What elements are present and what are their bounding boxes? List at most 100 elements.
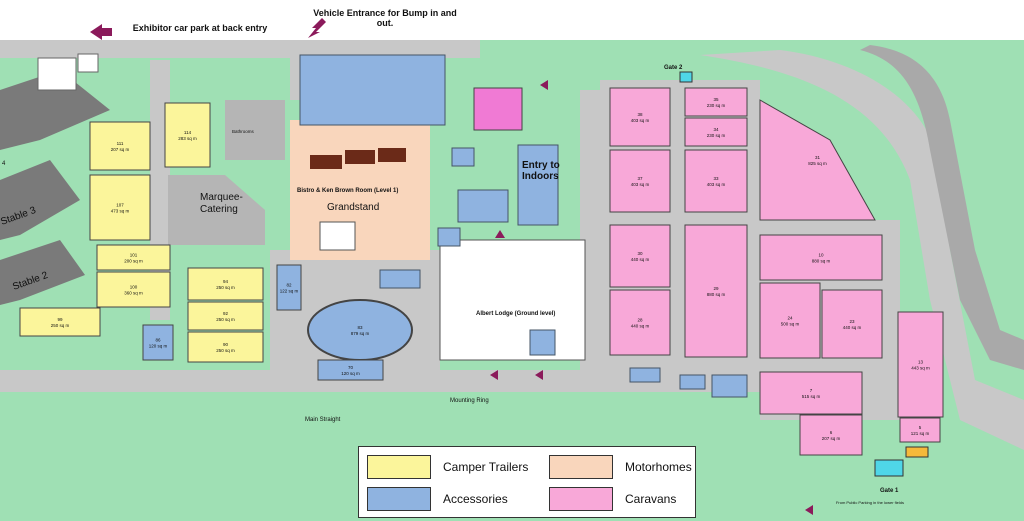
site-114-number: 114	[184, 130, 192, 135]
site-70-area: 120 sq m	[341, 371, 360, 376]
site-28-number: 28	[637, 318, 643, 323]
bathrooms-building	[225, 100, 285, 160]
albert-lodge	[439, 239, 586, 361]
site-82	[276, 264, 302, 311]
site-99-number: 99	[57, 317, 63, 322]
site-33	[684, 149, 748, 213]
bathrooms-label: Bathrooms	[232, 129, 255, 134]
building-a	[37, 57, 77, 91]
site-38-number: 38	[637, 112, 643, 117]
site-114	[164, 102, 211, 168]
site-31	[759, 99, 876, 221]
marquee-catering	[168, 175, 265, 245]
legend-motorhomes: Motorhomes	[549, 455, 692, 479]
site-31-number: 31	[815, 155, 821, 160]
site-99-area: 250 sq m	[51, 323, 70, 328]
marquee-label-line1: Marquee-	[200, 192, 243, 203]
site-94-area: 250 sq m	[216, 285, 235, 290]
site-7	[759, 371, 863, 415]
grandstand	[290, 120, 430, 260]
site-13	[897, 311, 944, 418]
main-straight-road	[0, 370, 760, 392]
legend: Camper Trailers Motorhomes Accessories C…	[358, 446, 696, 518]
site-92	[187, 301, 264, 331]
site-35-area: 230 sq m	[707, 103, 726, 108]
site-30-number: 30	[637, 251, 643, 256]
site-34-number: 34	[713, 127, 719, 132]
site-23	[821, 289, 883, 359]
site-10	[759, 234, 883, 281]
site-24-area: 500 sq m	[781, 322, 800, 327]
site-94-number: 94	[223, 279, 229, 284]
acc-site-3	[437, 227, 461, 247]
acc-site-8	[711, 374, 748, 398]
site-100	[96, 271, 171, 308]
site-5-area: 121 sq m	[911, 431, 930, 436]
site-111-area: 207 sq m	[111, 147, 130, 152]
site-33-number: 33	[713, 176, 719, 181]
gate-1-label: Gate 1	[880, 488, 899, 494]
marquee-label-line2: Catering	[200, 204, 238, 215]
bistro-block-3	[378, 148, 406, 162]
site-86-area: 120 sq m	[149, 344, 168, 349]
site-111-number: 111	[117, 141, 124, 146]
grandstand-annex	[319, 221, 356, 251]
site-107-area: 473 sq m	[111, 209, 130, 214]
site-24	[759, 282, 821, 359]
site-31-area: 825 sq m	[808, 161, 827, 166]
toilets-block	[905, 446, 929, 458]
site-94	[187, 267, 264, 301]
site-99	[19, 307, 101, 337]
site-29-number: 29	[713, 286, 719, 291]
site-5-number: 5	[919, 425, 922, 430]
gate-2-label: Gate 2	[664, 65, 683, 71]
site-83-area: 879 sq m	[351, 331, 370, 336]
site-101-area: 200 sq m	[124, 259, 143, 264]
site-38	[609, 87, 671, 147]
legend-accessories-swatch	[367, 487, 431, 511]
site-35-number: 35	[713, 97, 719, 102]
indoors-pavilion	[517, 144, 559, 226]
site-38-area: 403 sq m	[631, 118, 650, 123]
site-101-number: 101	[130, 253, 138, 258]
arrow-west-icon	[540, 80, 548, 90]
acc-site-2	[457, 189, 509, 223]
site-30	[609, 224, 671, 288]
arrow-west-icon-2	[535, 370, 543, 380]
acc-site-5	[379, 269, 421, 289]
car-park-header: Exhibitor car park at back entry	[132, 23, 268, 33]
legend-caravans-swatch	[549, 487, 613, 511]
site-37-number: 37	[637, 176, 643, 181]
site-90-area: 250 sq m	[216, 348, 235, 353]
accessories-hall	[299, 54, 446, 126]
bistro-block-2	[345, 150, 375, 164]
site-86	[142, 324, 174, 361]
gate-2-marker	[679, 71, 693, 83]
public-parking-note: From Public Parking in the lower fields	[835, 500, 905, 505]
site-100-number: 100	[130, 285, 138, 290]
albert-lodge-label: Albert Lodge (Ground level)	[476, 311, 555, 317]
site-13-area: 443 sq m	[911, 366, 930, 371]
site-83	[307, 299, 413, 361]
site-28	[609, 289, 671, 356]
stable-2	[0, 240, 85, 305]
site-37	[609, 149, 671, 213]
site-82-area: 122 sq m	[280, 289, 299, 294]
arrow-west-icon-3	[490, 370, 498, 380]
bistro-label: Bistro & Ken Brown Room (Level 1)	[297, 188, 398, 194]
site-10-area: 880 sq m	[812, 259, 831, 264]
site-29-area: 880 sq m	[707, 292, 726, 297]
site-90	[187, 331, 264, 363]
grandstand-label: Grandstand	[327, 202, 379, 213]
acc-site-6	[629, 367, 661, 383]
stable-4-label: 4	[2, 161, 6, 167]
mounting-ring-label: Mounting Ring	[450, 398, 489, 404]
legend-accessories-label: Accessories	[443, 492, 508, 506]
site-34	[684, 117, 748, 147]
site-34-area: 230 sq m	[707, 133, 726, 138]
site-82-number: 82	[286, 283, 292, 288]
car-park-arrow-icon	[90, 24, 112, 40]
upper-track	[860, 45, 1024, 370]
